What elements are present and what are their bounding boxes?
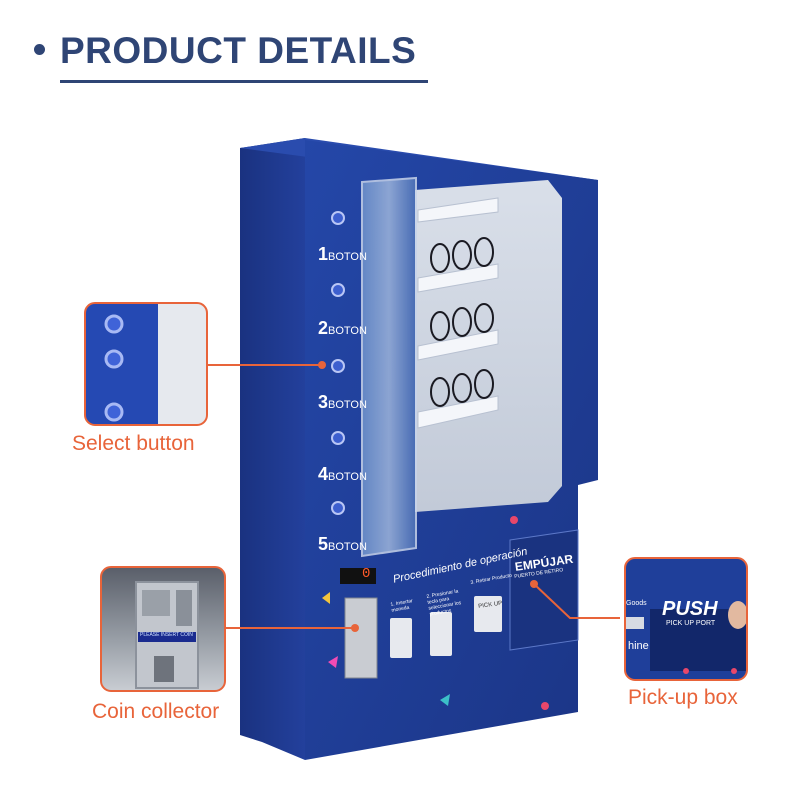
button-number-5: 5 xyxy=(318,534,329,554)
button-number-4: 4 xyxy=(318,464,329,484)
glass-door xyxy=(361,176,417,558)
pickup-zoom-bottom: hine xyxy=(628,640,649,652)
coin-collector-zoom xyxy=(135,581,199,689)
button-number-2: 2 xyxy=(318,318,329,338)
pickup-zoom-port: PICK UP PORT xyxy=(666,620,716,627)
step-icon-3 xyxy=(474,596,502,632)
coin-display-box xyxy=(340,568,376,584)
pickup-box-thumbnail xyxy=(624,557,748,681)
product-shelves xyxy=(417,197,499,429)
coin-collector-thumbnail xyxy=(100,566,226,692)
select-button-label: Select button xyxy=(72,432,195,455)
coin-collector-label: Coin collector xyxy=(92,700,220,723)
button-word-4: BOTON xyxy=(328,471,367,483)
button-label-5: 5BOTON xyxy=(318,534,367,555)
button-word-1: BOTON xyxy=(328,251,367,263)
step-icon-2 xyxy=(430,612,452,656)
select-button-thumbnail xyxy=(84,302,208,426)
step-icon-1 xyxy=(390,618,412,658)
select-buttons xyxy=(331,211,345,515)
pickup-box-zoom xyxy=(626,601,746,674)
header-bullet xyxy=(34,44,45,55)
coin-display-digit: 0 xyxy=(362,566,371,582)
page-title: PRODUCT DETAILS xyxy=(60,30,417,71)
pickup-zoom-side-text: Goods xyxy=(626,600,647,607)
title-underline xyxy=(60,80,428,83)
pickup-box-label: Pick-up box xyxy=(628,686,738,709)
button-label-4: 4BOTON xyxy=(318,464,367,485)
coin-mechanism xyxy=(344,597,378,679)
coin-plate-text: PLEASE INSERT COIN xyxy=(140,632,193,638)
pickup-door xyxy=(509,529,579,651)
product-coils xyxy=(430,237,494,407)
button-number-3: 3 xyxy=(318,392,329,412)
select-button-zoom xyxy=(104,314,124,422)
machine-side xyxy=(240,138,305,760)
panel-decor xyxy=(322,516,549,710)
button-word-2: BOTON xyxy=(328,325,367,337)
pickup-zoom-push: PUSH xyxy=(662,598,718,620)
button-label-2: 2BOTON xyxy=(318,318,367,339)
button-word-3: BOTON xyxy=(328,399,367,411)
button-number-1: 1 xyxy=(318,244,329,264)
button-label-1: 1BOTON xyxy=(318,244,367,265)
button-word-5: BOTON xyxy=(328,541,367,553)
button-label-3: 3BOTON xyxy=(318,392,367,413)
